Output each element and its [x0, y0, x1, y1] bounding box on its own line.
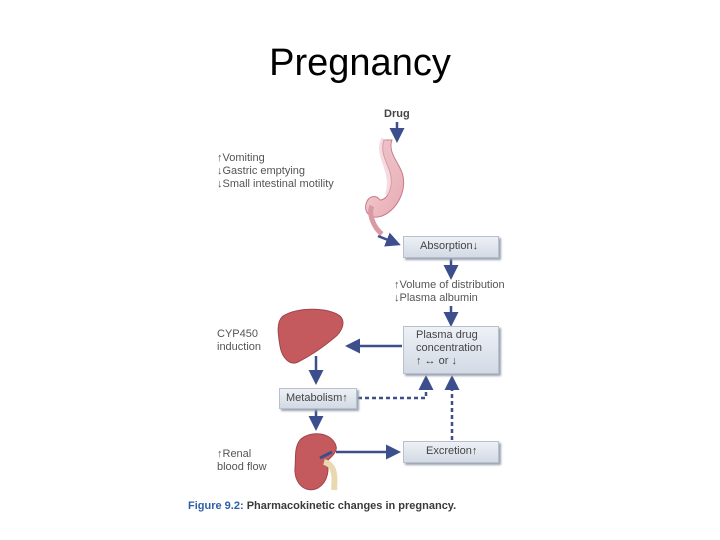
liver-icon	[277, 308, 344, 364]
plasma-concentration-box: Plasma drug concentration ↑ ↔ or ↓	[403, 326, 499, 374]
drug-label: Drug	[384, 108, 410, 120]
plasma-box-line: ↑ ↔ or ↓	[416, 355, 457, 367]
distribution-notes: ↑Volume of distribution ↓Plasma albumin	[394, 279, 505, 305]
plasma-box-line: concentration	[416, 342, 483, 354]
metabolism-to-plasma-dotted-arrow	[358, 375, 434, 400]
distribution-note: ↓Plasma albumin	[394, 292, 478, 304]
stomach-effect: ↓Small intestinal motility	[217, 178, 334, 190]
metabolism-box: Metabolism↑	[279, 388, 357, 409]
kidney-icon	[294, 433, 338, 491]
absorption-box: Absorption↓	[403, 236, 499, 258]
caption-text: Pharmacokinetic changes in pregnancy.	[246, 500, 457, 512]
page-title: Pregnancy	[269, 42, 451, 84]
stomach-to-absorption-arrow	[377, 232, 401, 247]
renal-label-line: ↑Renal	[217, 448, 252, 460]
liver-label-line: CYP450	[217, 328, 258, 340]
stomach-effects: ↑Vomiting ↓Gastric emptying ↓Small intes…	[217, 152, 334, 191]
stomach-icon	[365, 137, 405, 236]
stomach-effect: ↑Vomiting	[217, 152, 265, 164]
distribution-note: ↑Volume of distribution	[394, 279, 505, 291]
caption-prefix: Figure 9.2:	[188, 500, 244, 512]
renal-label-line: blood flow	[217, 461, 267, 473]
figure-caption: Figure 9.2: Pharmacokinetic changes in p…	[188, 500, 456, 512]
liver-label-line: induction	[217, 341, 262, 353]
stomach-effect: ↓Gastric emptying	[217, 165, 306, 177]
liver-label: CYP450 induction	[217, 328, 261, 354]
excretion-box: Excretion↑	[403, 441, 499, 463]
renal-label: ↑Renal blood flow	[217, 448, 267, 474]
plasma-box-line: Plasma drug	[416, 329, 478, 341]
